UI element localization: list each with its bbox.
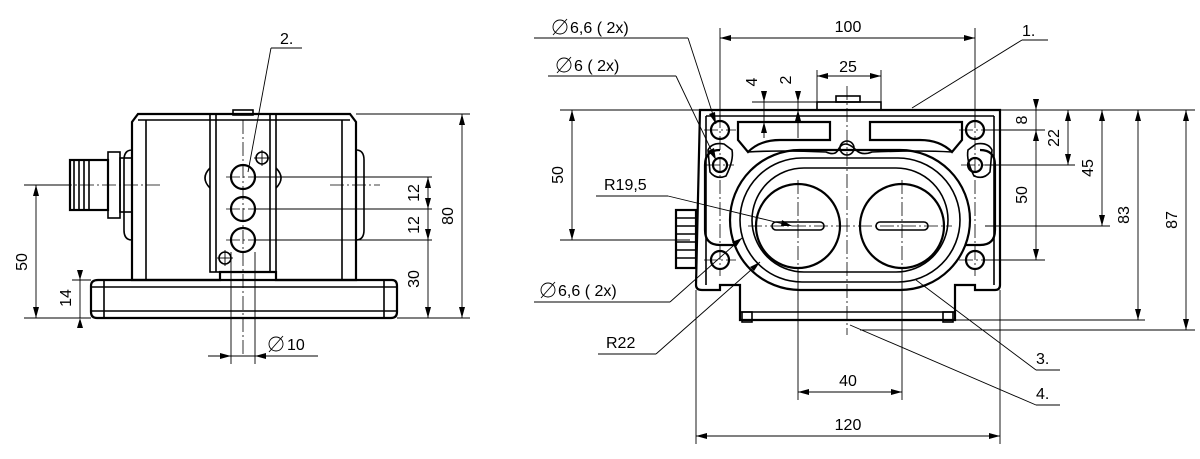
front-dim-25-text: 25 <box>839 59 857 76</box>
callout-4-text: 4. <box>1036 386 1049 403</box>
front-lens-body <box>703 148 997 292</box>
callout-2-text: 2. <box>280 31 293 48</box>
front-dim-50-right: 50 <box>1014 130 1039 260</box>
front-dim-50-left: 50 <box>550 109 700 241</box>
front-dim-100: 100 <box>719 19 976 120</box>
diameter-symbol-icon <box>556 56 572 74</box>
front-dim-45: 45 <box>1080 110 1105 226</box>
side-dim-14-text: 14 <box>58 289 75 307</box>
front-dim-2: 2 <box>778 75 817 138</box>
leader-hole-66-top-text: 6,6 ( 2x) <box>570 20 629 37</box>
front-dim-2-text: 2 <box>778 75 795 84</box>
front-dim-83-text: 83 <box>1116 206 1133 224</box>
side-dim-12-b: 12 <box>406 209 431 240</box>
front-holes <box>707 119 993 271</box>
diameter-symbol-icon <box>552 18 568 36</box>
front-dim-8-text: 8 <box>1014 115 1031 124</box>
front-dim-120-text: 120 <box>835 417 862 434</box>
front-dim-50-right-text: 50 <box>1014 186 1031 204</box>
front-dim-40-text: 40 <box>839 373 857 390</box>
diameter-symbol-icon <box>268 335 284 353</box>
front-dim-22: 22 <box>1046 110 1071 165</box>
diameter-symbol-icon <box>540 281 556 299</box>
side-dim-dia-10-text: 10 <box>287 337 305 354</box>
callout-2: 2. <box>247 31 302 173</box>
front-dim-40: 40 <box>797 268 903 400</box>
callout-3-text: 3. <box>1036 351 1049 368</box>
side-dim-12-a-text: 12 <box>406 184 423 202</box>
side-dim-50-text: 50 <box>14 253 31 271</box>
leader-radius-195: R19,5 <box>596 177 793 227</box>
front-dim-4: 4 <box>744 77 820 138</box>
front-dim-45-text: 45 <box>1080 159 1097 177</box>
front-dim-8: 8 <box>1014 99 1039 141</box>
front-dim-4-text: 4 <box>744 77 761 86</box>
side-dim-80-text: 80 <box>440 207 457 225</box>
callout-3: 3. <box>915 279 1060 371</box>
leader-hole-6-text: 6 ( 2x) <box>574 58 619 75</box>
callout-4: 4. <box>849 324 1060 406</box>
leader-hole-6: 6 ( 2x) <box>548 56 717 161</box>
side-dim-30-text: 30 <box>406 270 423 288</box>
side-housing <box>123 109 365 282</box>
front-dim-25: 25 <box>816 59 882 102</box>
leader-hole-66-top: 6,6 ( 2x) <box>534 18 717 125</box>
front-dim-87: 87 <box>1164 110 1189 330</box>
front-dim-50-left-text: 50 <box>550 166 567 184</box>
side-holes <box>218 151 269 265</box>
front-dim-22-text: 22 <box>1046 129 1063 147</box>
leader-radius-22: R22 <box>598 261 761 355</box>
front-connector <box>674 208 698 270</box>
front-dim-83: 83 <box>1116 110 1141 320</box>
front-dim-87-text: 87 <box>1164 211 1181 229</box>
front-upper-cover <box>736 120 964 155</box>
front-dim-100-text: 100 <box>835 19 862 36</box>
side-dim-30: 30 <box>406 240 431 318</box>
leader-radius-195-text: R19,5 <box>604 177 647 194</box>
side-base-plate <box>89 270 399 320</box>
side-connector <box>68 151 133 219</box>
side-dim-12-a: 12 <box>406 177 431 209</box>
callout-1-text: 1. <box>1022 23 1035 40</box>
callout-1: 1. <box>911 23 1048 109</box>
side-dim-12-b-text: 12 <box>406 216 423 234</box>
leader-hole-66-bottom-text: 6,6 ( 2x) <box>558 283 617 300</box>
side-dim-14: 14 <box>58 270 91 328</box>
side-dim-dia-10: 10 <box>208 252 318 364</box>
leader-radius-22-text: R22 <box>606 335 635 352</box>
leader-hole-66-bottom: 6,6 ( 2x) <box>534 237 743 303</box>
side-dim-80: 80 <box>440 114 465 318</box>
front-dim-120: 120 <box>695 290 1001 444</box>
front-view: 100 25 4 2 <box>534 18 1195 444</box>
side-view: 50 14 12 12 30 <box>14 31 470 364</box>
